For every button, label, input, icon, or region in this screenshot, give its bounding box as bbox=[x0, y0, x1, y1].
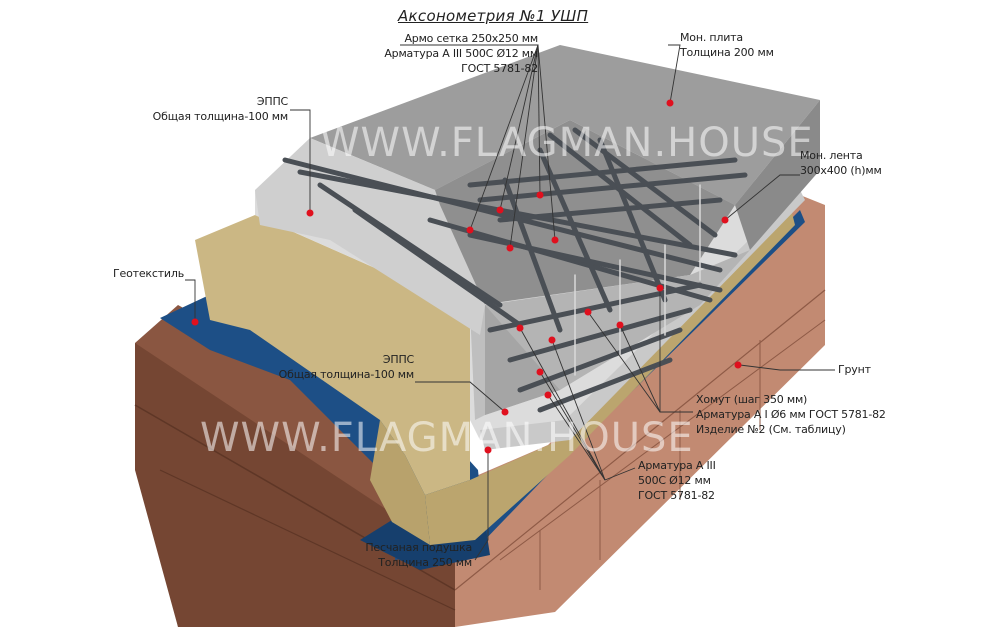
ground-right-face bbox=[455, 195, 825, 627]
label-slab: Мон. плита Толщина 200 мм bbox=[680, 31, 774, 59]
label-stirrup: Хомут (шаг 350 мм) Арматура А I Ø6 мм ГО… bbox=[696, 393, 886, 436]
slab-front-face bbox=[255, 138, 485, 335]
leader-lines bbox=[185, 44, 835, 561]
label-mesh: Армо сетка 250х250 мм Арматура А III 500… bbox=[384, 32, 538, 75]
label-sand-cushion: Песчаная подушка Толщина 250 мм bbox=[365, 541, 472, 569]
label-ground: Грунт bbox=[838, 363, 871, 376]
label-geotextile: Геотекстиль bbox=[113, 267, 184, 280]
label-eps-side: ЭППС Общая толщина-100 мм bbox=[278, 353, 415, 381]
label-strip: Мон. лента 300х400 (h)мм bbox=[800, 149, 882, 177]
rebar-mesh bbox=[282, 127, 748, 413]
label-eps-top: ЭППС Общая толщина-100 мм bbox=[152, 95, 289, 123]
slab-right-face bbox=[735, 100, 820, 250]
diagram-title: Аксонометрия №1 УШП bbox=[398, 7, 589, 25]
leader-markers bbox=[191, 99, 742, 454]
sand-right-face bbox=[425, 205, 795, 545]
watermark-top: WWW.FLAGMAN.HOUSE bbox=[320, 120, 814, 166]
label-rebar: Арматура А III 500С Ø12 мм ГОСТ 5781-82 bbox=[638, 459, 716, 502]
ground-front-face bbox=[135, 343, 455, 627]
watermark-bottom: WWW.FLAGMAN.HOUSE bbox=[200, 415, 694, 461]
